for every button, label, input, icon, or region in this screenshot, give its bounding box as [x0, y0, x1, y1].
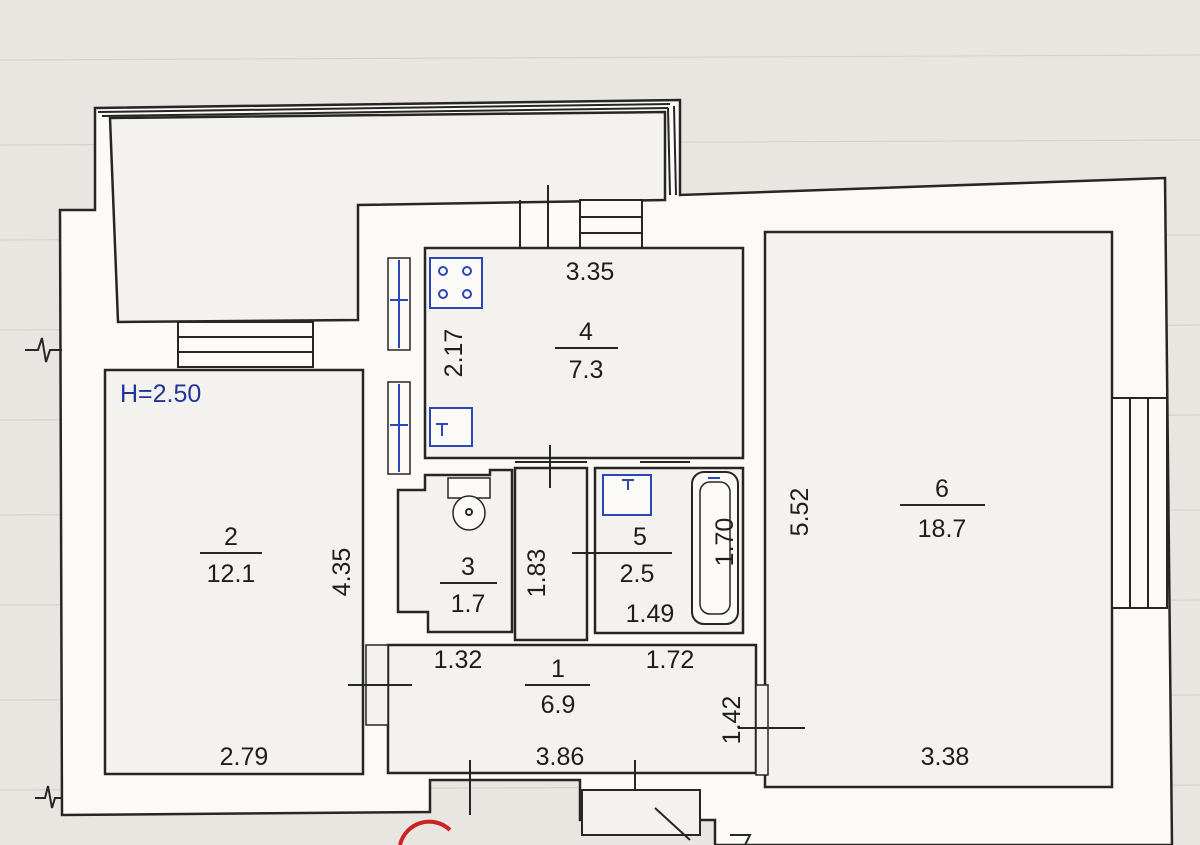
room-6-window	[1111, 397, 1168, 609]
toilet-icon	[447, 477, 491, 531]
door-openings	[348, 445, 805, 815]
balcony-window	[177, 321, 314, 368]
dim-hall-depth: 1.42	[718, 696, 746, 745]
room-6-area: 18.7	[918, 515, 967, 543]
dim-hall-width: 3.86	[536, 743, 585, 771]
room-1-area: 6.9	[541, 691, 576, 719]
room-6-number: 6	[935, 475, 949, 503]
dim-kitchen-width: 3.35	[566, 258, 615, 286]
stove-icon	[429, 257, 483, 309]
room-2-number: 2	[224, 523, 238, 551]
dim-room2-height: 4.35	[328, 548, 356, 597]
dim-hall-left-width: 1.32	[434, 646, 483, 674]
dim-room6-height: 5.52	[786, 488, 814, 537]
room-6	[763, 230, 1114, 789]
ceiling-height-label: H=2.50	[120, 380, 201, 408]
wall-break-marks	[25, 337, 62, 809]
bathroom-sink-icon	[602, 474, 652, 516]
room-1-number: 1	[551, 655, 565, 683]
room-4-area: 7.3	[569, 356, 604, 384]
room-2-area: 12.1	[207, 560, 256, 588]
dim-wc-depth: 1.83	[523, 549, 551, 598]
dim-kitchen-depth: 2.17	[440, 329, 468, 378]
room-5-number: 5	[633, 523, 647, 551]
bathtub-icon	[691, 471, 739, 625]
room-5-area: 2.5	[620, 560, 655, 588]
room-fraction-bars	[200, 347, 985, 686]
kitchen-fixtures	[387, 257, 411, 475]
kitchen-window	[519, 185, 643, 270]
balcony	[97, 103, 677, 324]
dim-tub-length: 1.70	[711, 518, 739, 567]
kitchen-sink-icon	[429, 407, 473, 447]
room-3-number: 3	[461, 553, 475, 581]
room-2	[103, 368, 365, 776]
room-4-number: 4	[579, 318, 593, 346]
dim-room2-width: 2.79	[220, 743, 269, 771]
dim-room6-width: 3.38	[921, 743, 970, 771]
room-3-area: 1.7	[451, 590, 486, 618]
dim-hall-right-width: 1.72	[646, 646, 695, 674]
entrance-area	[398, 789, 752, 845]
dim-bath-width: 1.49	[626, 600, 675, 628]
room-1-hall	[386, 643, 758, 775]
